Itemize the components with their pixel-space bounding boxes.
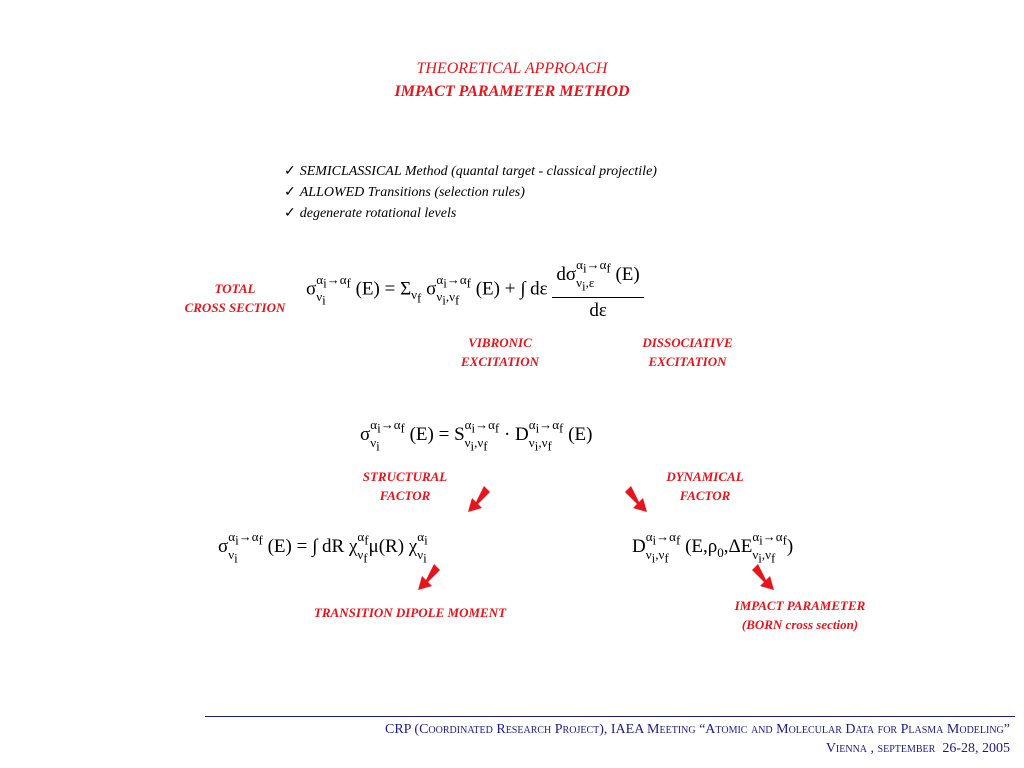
list-item: ✓degenerate rotational levels (284, 206, 457, 221)
vibronic-excitation-label: VIBRONIC EXCITATION (460, 335, 540, 369)
check-icon: ✓ (284, 164, 296, 179)
arrow-down-right-icon (625, 486, 647, 512)
arrow-down-left-icon (418, 564, 440, 590)
total-cross-section-label: TOTAL CROSS SECTION (184, 281, 286, 315)
list-item: ✓SEMICLASSICAL Method (quantal target - … (284, 164, 657, 179)
check-icon: ✓ (284, 206, 296, 221)
check-icon: ✓ (284, 185, 296, 200)
footer-meeting: CRP (Coordinated Research Project), IAEA… (384, 722, 1010, 737)
footer-divider (205, 716, 1015, 717)
footer-place-date: Vienna , september 26-28, 2005 (825, 741, 1010, 756)
page-title: THEORETICAL APPROACH (416, 60, 608, 77)
dynamical-factor-label: DYNAMICAL FACTOR (666, 469, 744, 503)
bullet-list: ✓SEMICLASSICAL Method (quantal target - … (284, 161, 657, 224)
impact-parameter-label: IMPACT PARAMETER (BORN cross section) (734, 598, 866, 632)
dissociative-excitation-label: DISSOCIATIVE EXCITATION (642, 335, 733, 369)
structural-factor-label: STRUCTURAL FACTOR (362, 469, 448, 503)
page-subtitle: IMPACT PARAMETER METHOD (394, 83, 630, 100)
list-item: ✓ALLOWED Transitions (selection rules) (284, 185, 525, 200)
footer: CRP (Coordinated Research Project), IAEA… (385, 720, 1010, 758)
transition-dipole-moment-label: TRANSITION DIPOLE MOMENT (313, 605, 507, 620)
arrow-down-right-icon (752, 564, 774, 590)
arrow-down-left-icon (468, 486, 490, 512)
